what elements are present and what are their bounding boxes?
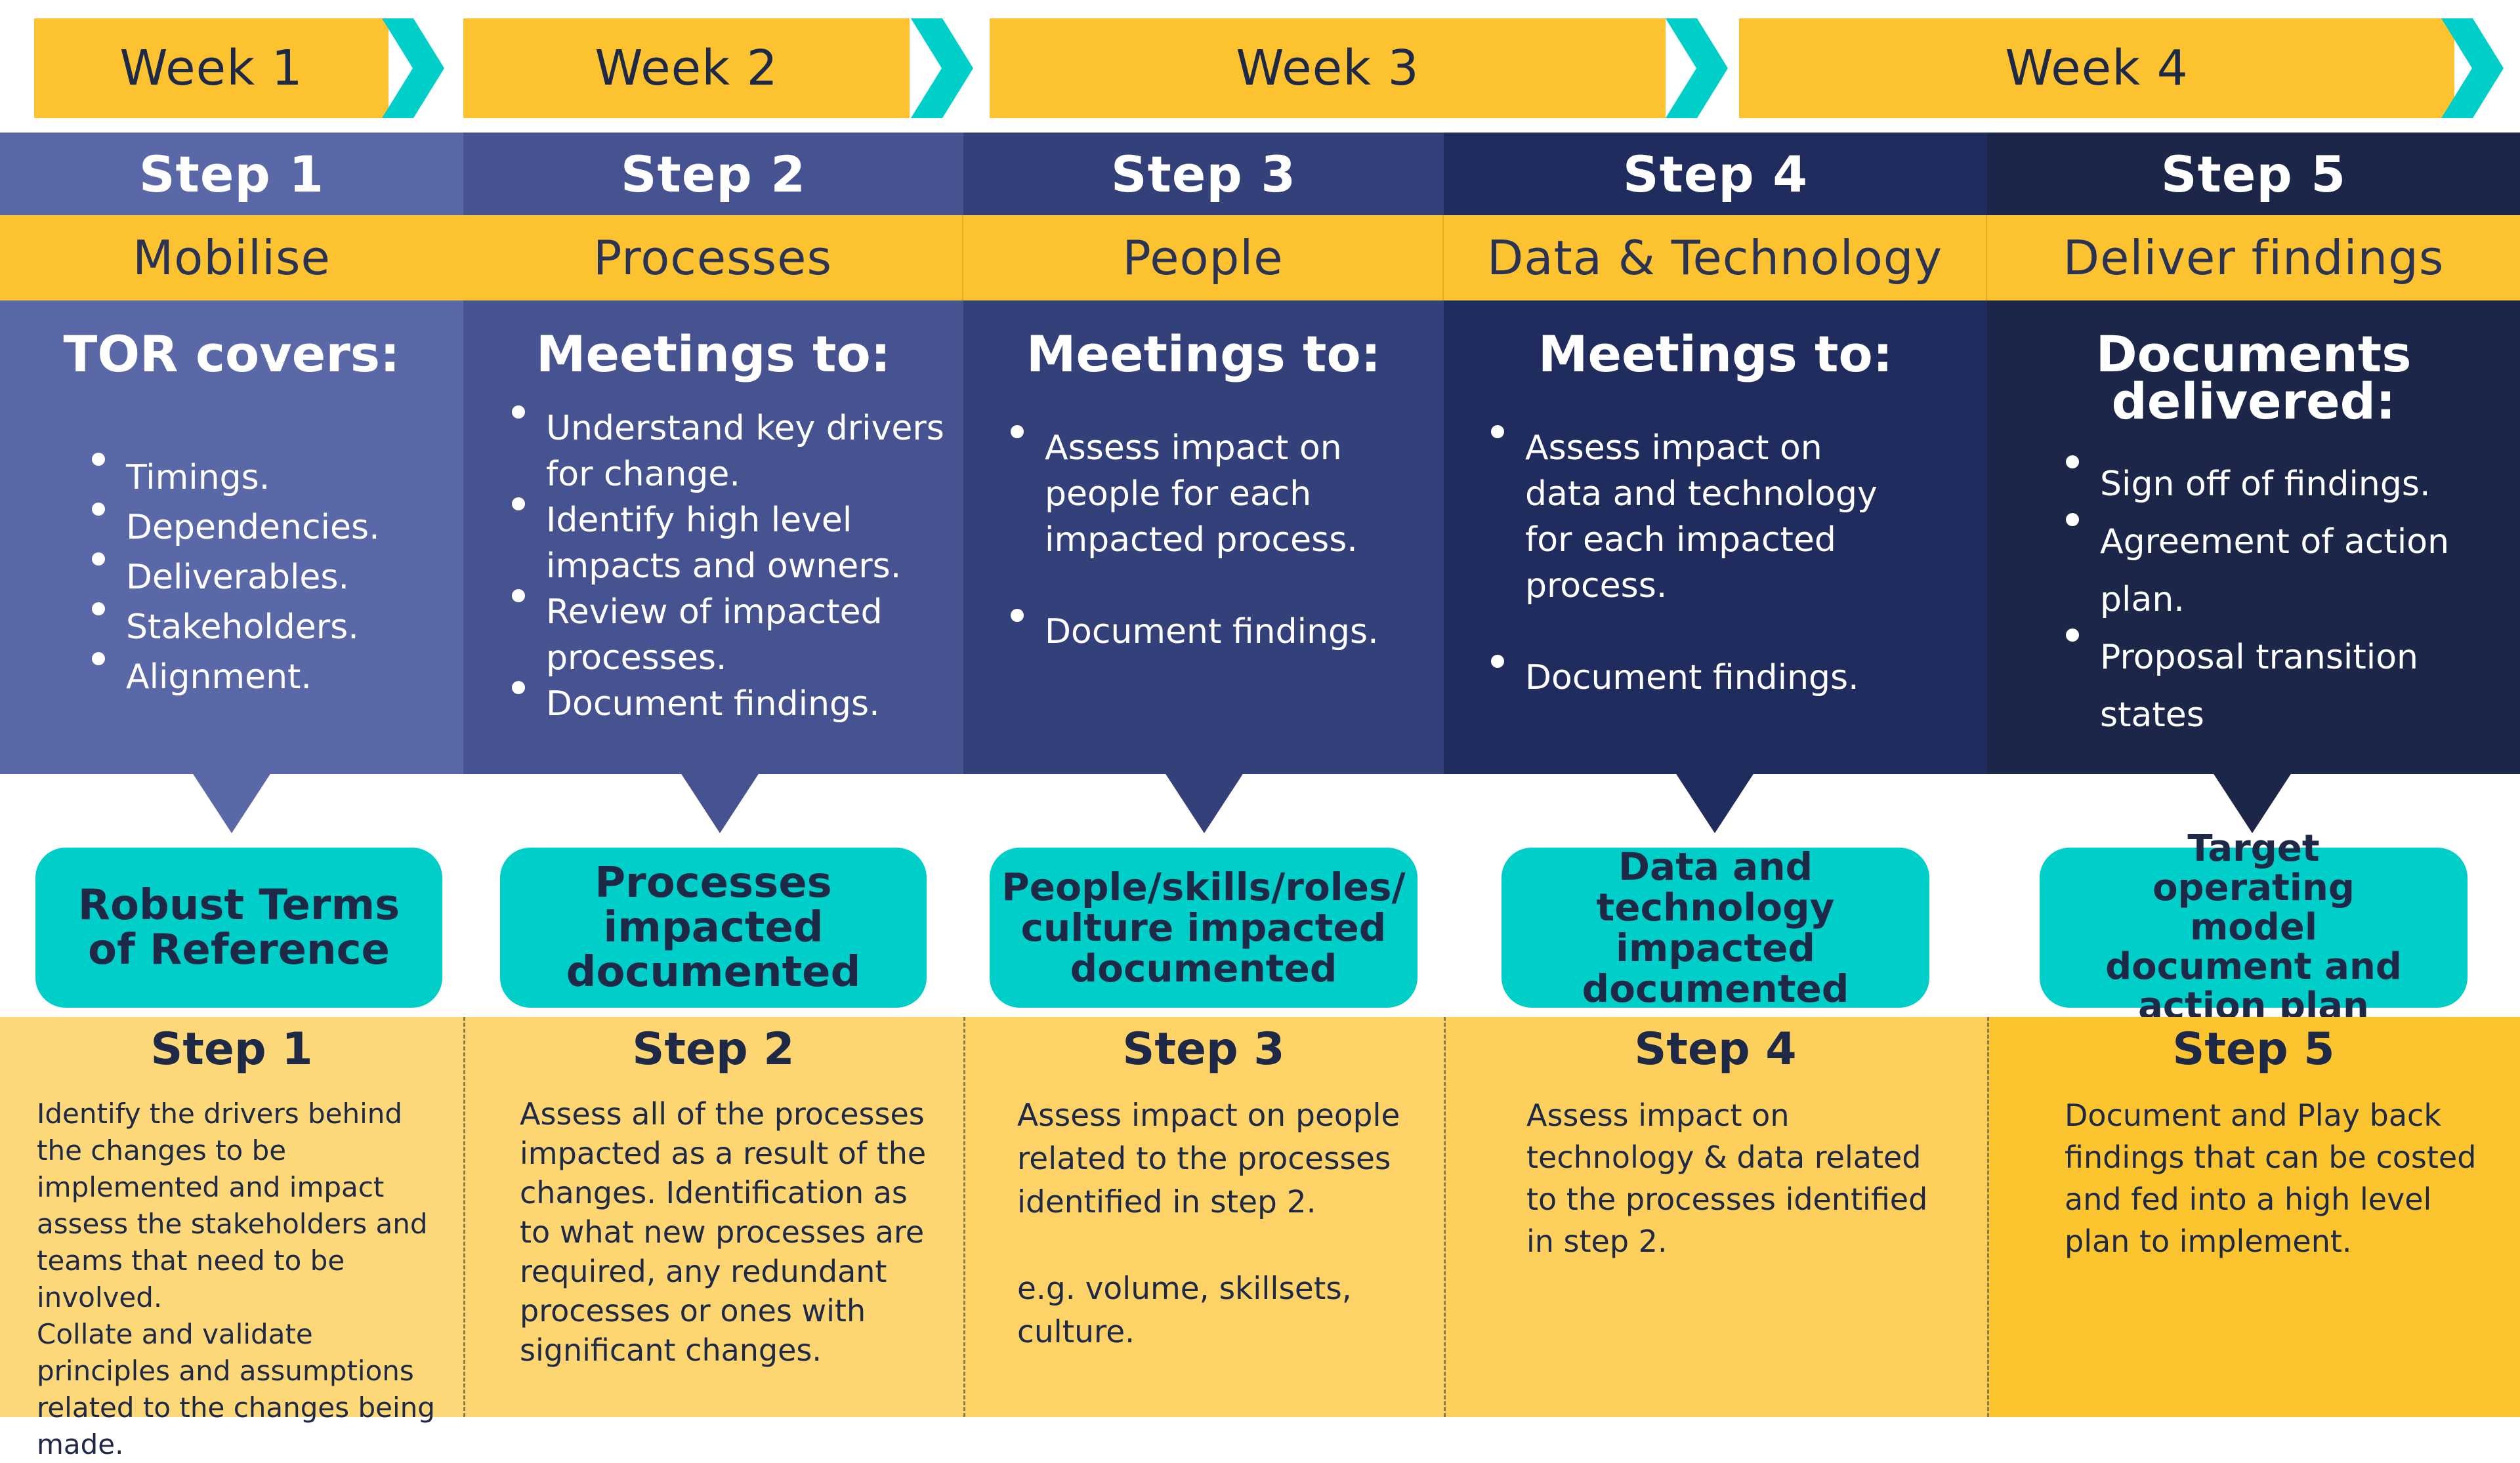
- week-1-arrow: Week 1: [34, 18, 444, 118]
- card-text: Identify the drivers behind the changes …: [37, 1098, 435, 1460]
- panel-title: TOR covers:: [63, 325, 400, 383]
- bullet-list: Assess impact on data and technology for…: [1484, 425, 1904, 701]
- bullet-list: Sign off of findings. Agreement of actio…: [2059, 455, 2506, 744]
- step-2-description-card: Step 2 Assess all of the processes impac…: [463, 1017, 963, 1417]
- step-5-description-card: Step 5 Document and Play back findings t…: [1987, 1017, 2520, 1417]
- list-item: Stakeholders.: [85, 602, 453, 652]
- week-4-arrow: Week 4: [1739, 18, 2504, 118]
- pointer-arrow: [2213, 773, 2292, 833]
- divider: [463, 1017, 465, 1417]
- chevron-right-icon: [1666, 18, 1728, 118]
- chevron-right-icon: [911, 18, 973, 118]
- list-item: Timings.: [85, 453, 453, 503]
- list-item: Document findings.: [1484, 655, 1904, 701]
- week-2-arrow: Week 2: [463, 18, 973, 118]
- card-title: Step 4: [1634, 1023, 1797, 1075]
- step-1-header: Step 1: [0, 133, 463, 215]
- step-5-phase: Deliver findings: [1987, 215, 2520, 300]
- week-4-label: Week 4: [1739, 18, 2454, 118]
- week-2-label: Week 2: [463, 18, 910, 118]
- step-1-panel: TOR covers: Timings. Dependencies. Deliv…: [0, 300, 463, 774]
- list-item: Review of impacted processes.: [505, 589, 958, 681]
- step-5-outcome: Target operating model document and acti…: [2040, 829, 2468, 1026]
- card-title: Step 1: [150, 1023, 313, 1075]
- card-title: Step 2: [632, 1023, 795, 1075]
- list-item: Understand key drivers for change.: [505, 405, 958, 497]
- pointer-arrow: [681, 773, 759, 833]
- list-item: Deliverables.: [85, 552, 453, 602]
- step-2-panel: Meetings to: Understand key drivers for …: [463, 300, 963, 774]
- step-3-outcome: People/skills/roles/ culture impacted do…: [990, 848, 1418, 1008]
- bullet-list: Assess impact on people for each impacte…: [1004, 425, 1418, 655]
- list-item: Document findings.: [1004, 609, 1418, 655]
- panel-title: Meetings to:: [1026, 325, 1381, 383]
- step-5-header: Step 5: [1987, 133, 2520, 215]
- step-3-panel: Meetings to: Assess impact on people for…: [963, 300, 1444, 774]
- pointer-arrow: [192, 773, 271, 833]
- divider: [1444, 1017, 1446, 1417]
- step-3-header: Step 3: [963, 133, 1444, 215]
- bullet-list: Understand key drivers for change. Ident…: [505, 405, 958, 727]
- step-1-phase: Mobilise: [0, 215, 465, 300]
- chevron-right-icon: [382, 18, 444, 118]
- list-item: Document findings.: [505, 681, 958, 727]
- panel-title: Meetings to:: [536, 325, 891, 383]
- card-text: Assess impact on technology & data relat…: [1526, 1098, 1928, 1259]
- card-title: Step 5: [2172, 1023, 2335, 1075]
- step-4-panel: Meetings to: Assess impact on data and t…: [1444, 300, 1987, 774]
- card-text: Assess impact on people related to the p…: [1017, 1098, 1400, 1350]
- list-item: Alignment.: [85, 652, 453, 702]
- step-4-outcome: Data and technology impacted documented: [1502, 846, 1929, 1009]
- pointer-arrow: [1165, 773, 1244, 833]
- bullet-list: Timings. Dependencies. Deliverables. Sta…: [85, 453, 453, 702]
- chevron-right-icon: [2441, 18, 2504, 118]
- card-text: Document and Play back findings that can…: [2065, 1098, 2477, 1259]
- step-4-description-card: Step 4 Assess impact on technology & dat…: [1444, 1017, 1987, 1417]
- step-5-panel: Documents delivered: Sign off of finding…: [1987, 300, 2520, 774]
- step-1-description-card: Step 1 Identify the drivers behind the c…: [0, 1017, 463, 1460]
- step-1-outcome: Robust Terms of Reference: [35, 848, 442, 1008]
- step-2-phase: Processes: [463, 215, 963, 300]
- step-4-phase: Data & Technology: [1444, 215, 1987, 300]
- divider: [963, 1017, 965, 1417]
- step-3-phase: People: [963, 215, 1444, 300]
- list-item: Assess impact on people for each impacte…: [1004, 425, 1418, 563]
- list-item: Sign off of findings.: [2059, 455, 2506, 513]
- week-3-arrow: Week 3: [990, 18, 1728, 118]
- step-2-outcome: Processes impacted documented: [500, 848, 927, 1008]
- card-text: Assess all of the processes impacted as …: [520, 1096, 927, 1368]
- list-item: Assess impact on data and technology for…: [1484, 425, 1904, 609]
- panel-title: Documents delivered:: [2095, 325, 2412, 430]
- card-title: Step 3: [1122, 1023, 1285, 1075]
- list-item: Identify high level impacts and owners.: [505, 497, 958, 589]
- list-item: Agreement of action plan.: [2059, 513, 2506, 628]
- list-item: Proposal transition states: [2059, 628, 2506, 744]
- step-3-description-card: Step 3 Assess impact on people related t…: [963, 1017, 1444, 1417]
- step-4-header: Step 4: [1444, 133, 1987, 215]
- week-1-label: Week 1: [34, 18, 388, 118]
- panel-title: Meetings to:: [1538, 325, 1893, 383]
- divider: [1987, 1017, 1989, 1417]
- week-3-label: Week 3: [990, 18, 1666, 118]
- pointer-arrow: [1675, 773, 1754, 833]
- list-item: Dependencies.: [85, 503, 453, 552]
- step-2-header: Step 2: [463, 133, 963, 215]
